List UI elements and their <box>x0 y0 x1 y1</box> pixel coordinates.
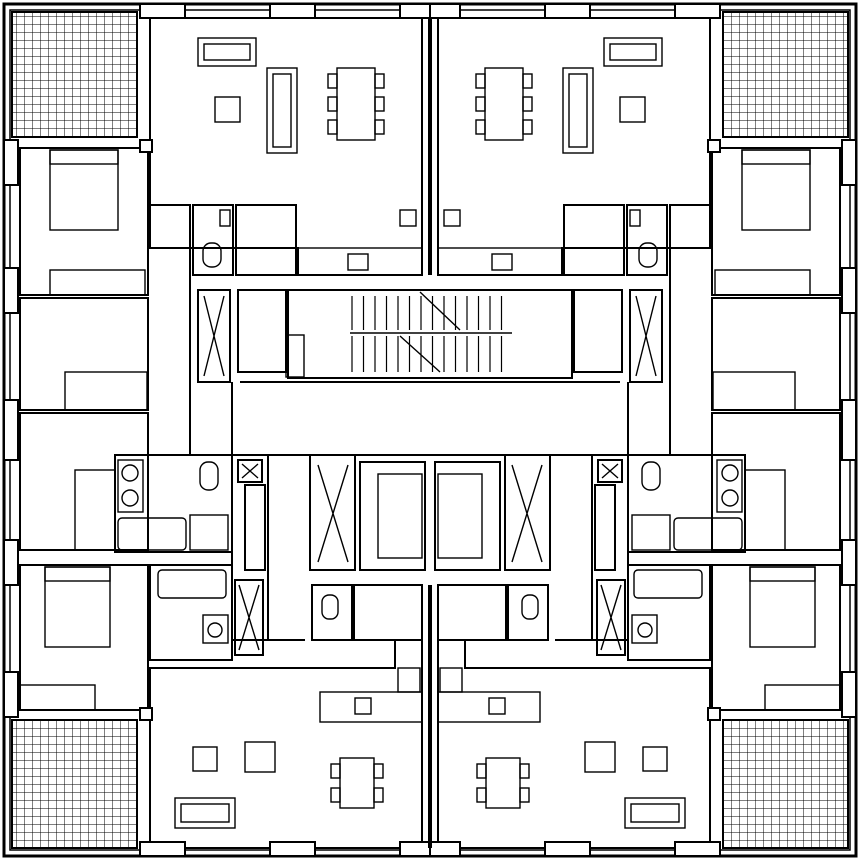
stairwell: (function(){ const g = document.currentS… <box>285 289 573 379</box>
stair-direction-line <box>399 291 461 373</box>
core-corridor <box>232 381 628 456</box>
plan-left-half <box>3 3 431 857</box>
stair-landing <box>285 334 305 378</box>
plan-right-half <box>429 3 857 857</box>
stair-enclosure <box>287 289 573 379</box>
